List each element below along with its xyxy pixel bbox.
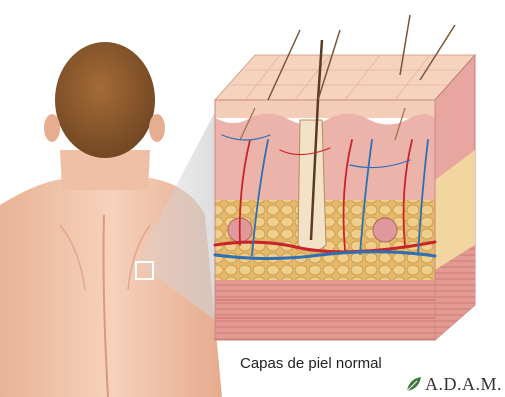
muscle-layer — [215, 280, 435, 340]
leaf-icon — [405, 375, 423, 393]
logo-text: A.D.A.M. — [425, 374, 502, 395]
hair — [55, 42, 155, 158]
dermis-layer — [215, 113, 435, 200]
sweat-gland — [373, 218, 397, 242]
epidermis-layer — [215, 100, 435, 118]
figure-caption: Capas de piel normal — [240, 355, 382, 372]
right-ear — [149, 114, 165, 142]
skin-block — [215, 15, 475, 340]
adam-logo: A.D.A.M. — [405, 374, 502, 394]
left-ear — [44, 114, 60, 142]
